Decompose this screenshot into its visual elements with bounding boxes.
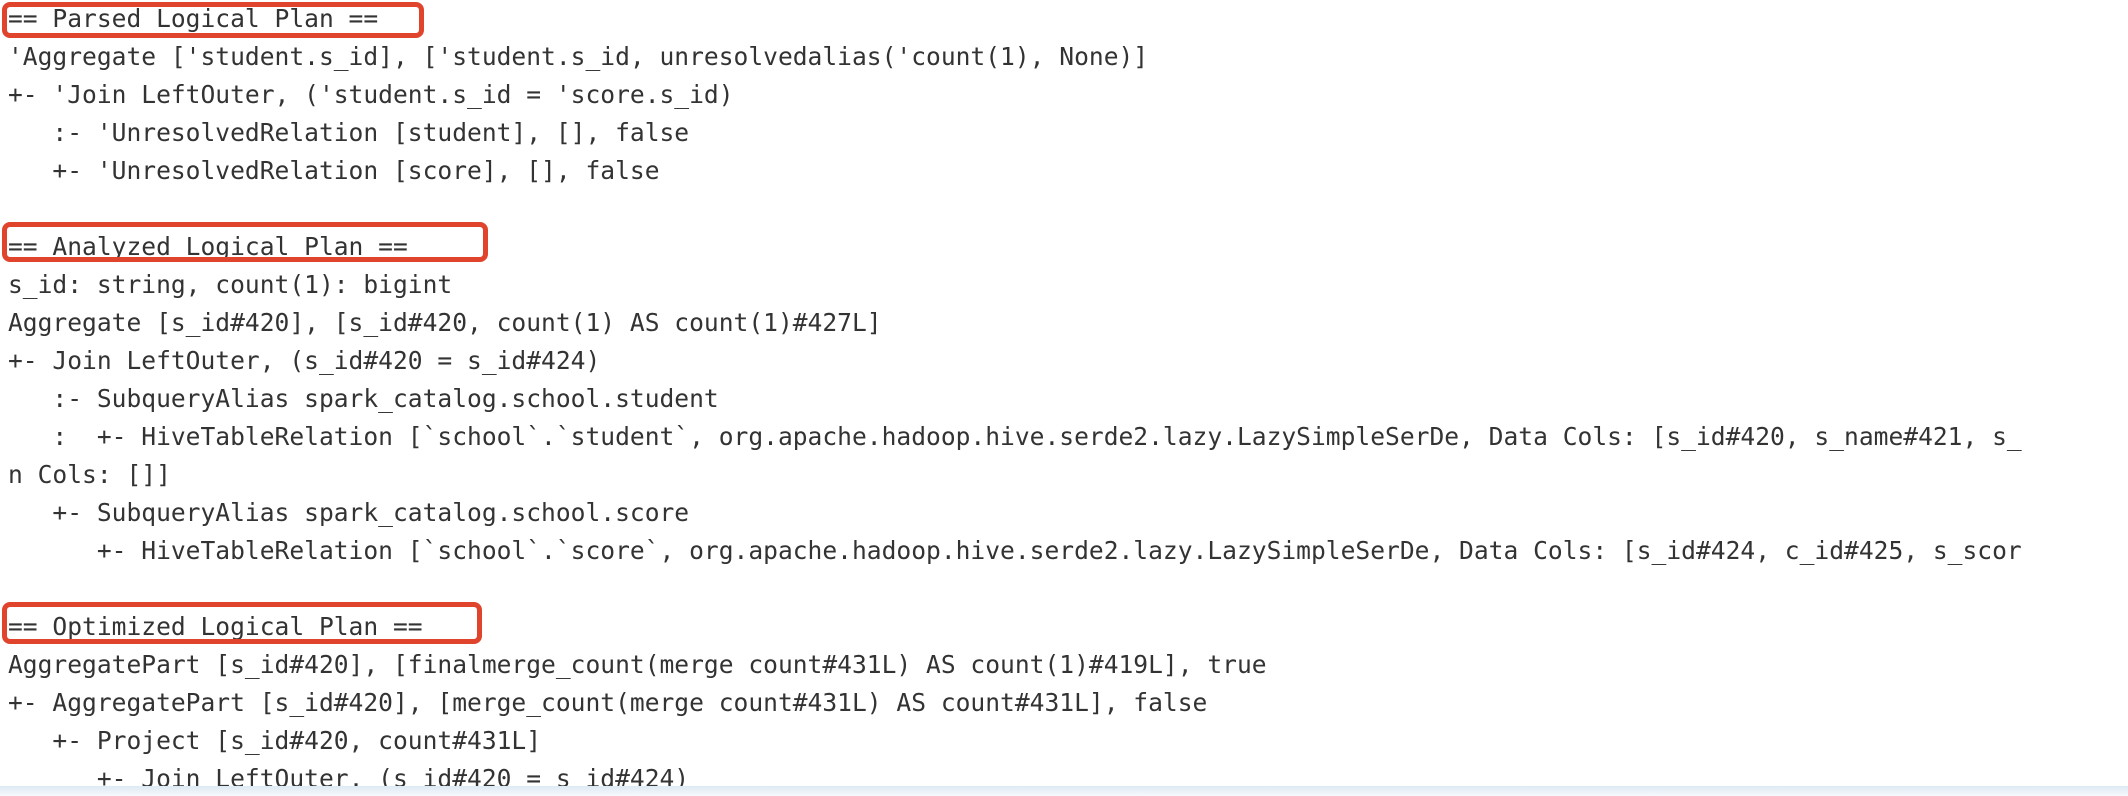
- code-line: n Cols: []]: [8, 460, 171, 489]
- optimized-plan-heading: == Optimized Logical Plan ==: [8, 612, 423, 641]
- code-line: 'Aggregate ['student.s_id], ['student.s_…: [8, 42, 1149, 71]
- code-line: :- 'UnresolvedRelation [student], [], fa…: [8, 118, 690, 147]
- code-line: +- 'UnresolvedRelation [score], [], fals…: [8, 156, 660, 185]
- code-line: Aggregate [s_id#420], [s_id#420, count(1…: [8, 308, 882, 337]
- analyzed-plan-highlight: [2, 222, 488, 262]
- code-line: : +- HiveTableRelation [`school`.`studen…: [8, 422, 2022, 451]
- code-line: +- AggregatePart [s_id#420], [merge_coun…: [8, 688, 1208, 717]
- code-line: +- Project [s_id#420, count#431L]: [8, 726, 542, 755]
- parsed-plan-heading: == Parsed Logical Plan ==: [8, 4, 379, 33]
- parsed-plan-highlight: [2, 2, 424, 38]
- scroll-edge-shadow: [0, 786, 2128, 796]
- code-line: +- Join LeftOuter, (s_id#420 = s_id#424): [8, 764, 690, 790]
- analyzed-plan-heading: == Analyzed Logical Plan ==: [8, 232, 408, 261]
- code-line: +- SubqueryAlias spark_catalog.school.sc…: [8, 498, 690, 527]
- code-line: +- HiveTableRelation [`school`.`score`, …: [8, 536, 2022, 565]
- code-line: :- SubqueryAlias spark_catalog.school.st…: [8, 384, 719, 413]
- code-line: s_id: string, count(1): bigint: [8, 270, 453, 299]
- code-line: +- 'Join LeftOuter, ('student.s_id = 'sc…: [8, 80, 734, 109]
- code-line: AggregatePart [s_id#420], [finalmerge_co…: [8, 650, 1267, 679]
- optimized-plan-highlight: [2, 602, 482, 644]
- code-line: +- Join LeftOuter, (s_id#420 = s_id#424): [8, 346, 601, 375]
